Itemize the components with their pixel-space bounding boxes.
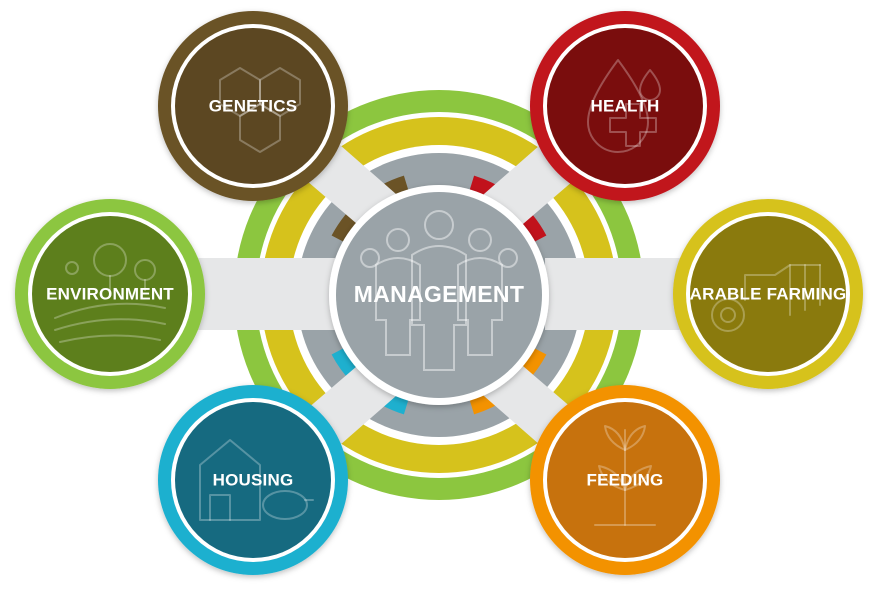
node-environment[interactable] bbox=[15, 199, 205, 389]
blood-drop-cross-icon bbox=[587, 59, 661, 153]
environment-label: ENVIRONMENT bbox=[46, 284, 174, 303]
feeding-label: FEEDING bbox=[587, 470, 664, 489]
node-arable-farming[interactable] bbox=[673, 199, 863, 389]
molecule-icon bbox=[219, 67, 301, 153]
genetics-label: GENETICS bbox=[209, 96, 298, 115]
node-housing[interactable] bbox=[158, 385, 348, 575]
node-feeding[interactable] bbox=[530, 385, 720, 575]
connector-arable bbox=[545, 258, 685, 330]
node-health[interactable] bbox=[530, 11, 720, 201]
hub-label: MANAGEMENT bbox=[354, 281, 524, 307]
people-icon bbox=[360, 210, 518, 371]
plant-icon bbox=[594, 425, 656, 526]
connector-environment bbox=[195, 258, 335, 330]
node-genetics[interactable] bbox=[158, 11, 348, 201]
barn-pig-icon bbox=[199, 439, 314, 521]
health-label: HEALTH bbox=[591, 96, 660, 115]
housing-label: HOUSING bbox=[213, 470, 294, 489]
arable-farming-label: ARABLE FARMING bbox=[690, 284, 847, 303]
tractor-icon bbox=[711, 264, 821, 332]
landscape-icon bbox=[54, 243, 166, 343]
hub[interactable] bbox=[329, 185, 549, 405]
